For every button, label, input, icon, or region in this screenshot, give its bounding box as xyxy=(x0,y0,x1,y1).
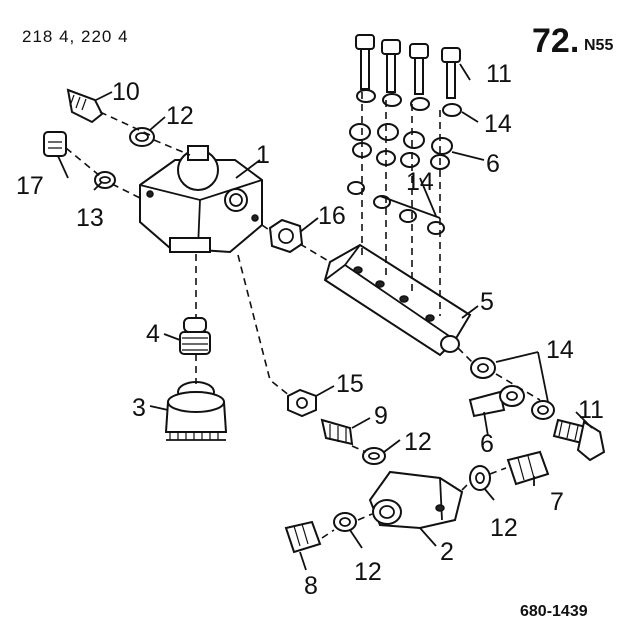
callout-1: 1 xyxy=(256,141,270,169)
fitting-part-10 xyxy=(66,88,104,124)
page-number: 72. xyxy=(532,22,580,60)
washer-part-12-top xyxy=(129,127,155,147)
callout-4: 4 xyxy=(146,320,160,348)
drawing-reference: 680-1439 xyxy=(520,603,588,620)
washer-part-12-lower xyxy=(333,512,357,532)
callout-5: 5 xyxy=(480,288,494,316)
callout-9: 9 xyxy=(374,402,388,430)
callout-11-top: 11 xyxy=(486,60,512,88)
cap-part-3 xyxy=(164,381,228,441)
banjo-fittings-part-6-top xyxy=(349,123,453,170)
callout-13: 13 xyxy=(76,204,104,232)
banjo-part-6-right xyxy=(468,385,525,418)
insert-part-4 xyxy=(179,317,211,355)
callout-12-mid: 12 xyxy=(404,428,432,456)
callout-14-lower: 14 xyxy=(406,168,434,196)
callout-6-right: 6 xyxy=(480,430,494,458)
model-numbers: 218 4, 220 4 xyxy=(22,27,129,46)
callout-11-right: 11 xyxy=(578,396,604,424)
callout-12-lower: 12 xyxy=(354,558,382,586)
nut-part-16 xyxy=(268,218,304,254)
callout-7: 7 xyxy=(550,488,564,516)
callout-12-top: 12 xyxy=(166,102,194,130)
callout-12-right: 12 xyxy=(490,514,518,542)
callout-10: 10 xyxy=(112,78,140,106)
washers-part-14-top xyxy=(356,89,462,117)
valve-body-part-1 xyxy=(139,145,263,254)
bolts-part-11-top xyxy=(355,34,461,99)
callout-16: 16 xyxy=(318,202,346,230)
bolt-part-11-right xyxy=(552,418,606,462)
plug-part-17 xyxy=(43,131,67,157)
tee-part-2 xyxy=(368,470,464,530)
callout-2: 2 xyxy=(440,538,454,566)
callout-14-top: 14 xyxy=(484,110,512,138)
fitting-part-8 xyxy=(284,520,322,554)
washer-part-14-right xyxy=(470,357,555,420)
leader-lines xyxy=(57,63,593,571)
callout-3: 3 xyxy=(132,394,146,422)
callout-17: 17 xyxy=(16,172,44,200)
callout-6-top: 6 xyxy=(486,150,500,178)
fitting-part-9 xyxy=(320,418,354,446)
washer-part-12-right xyxy=(469,465,491,491)
washer-part-12-mid xyxy=(362,447,386,465)
assembly-lines xyxy=(65,92,541,539)
callout-8: 8 xyxy=(304,572,318,600)
callout-15: 15 xyxy=(336,370,364,398)
fitting-part-7 xyxy=(506,450,550,486)
callout-14-right: 14 xyxy=(546,336,574,364)
nut-part-15 xyxy=(287,388,317,418)
manifold-part-5 xyxy=(323,243,472,357)
page-suffix: N55 xyxy=(584,37,614,54)
